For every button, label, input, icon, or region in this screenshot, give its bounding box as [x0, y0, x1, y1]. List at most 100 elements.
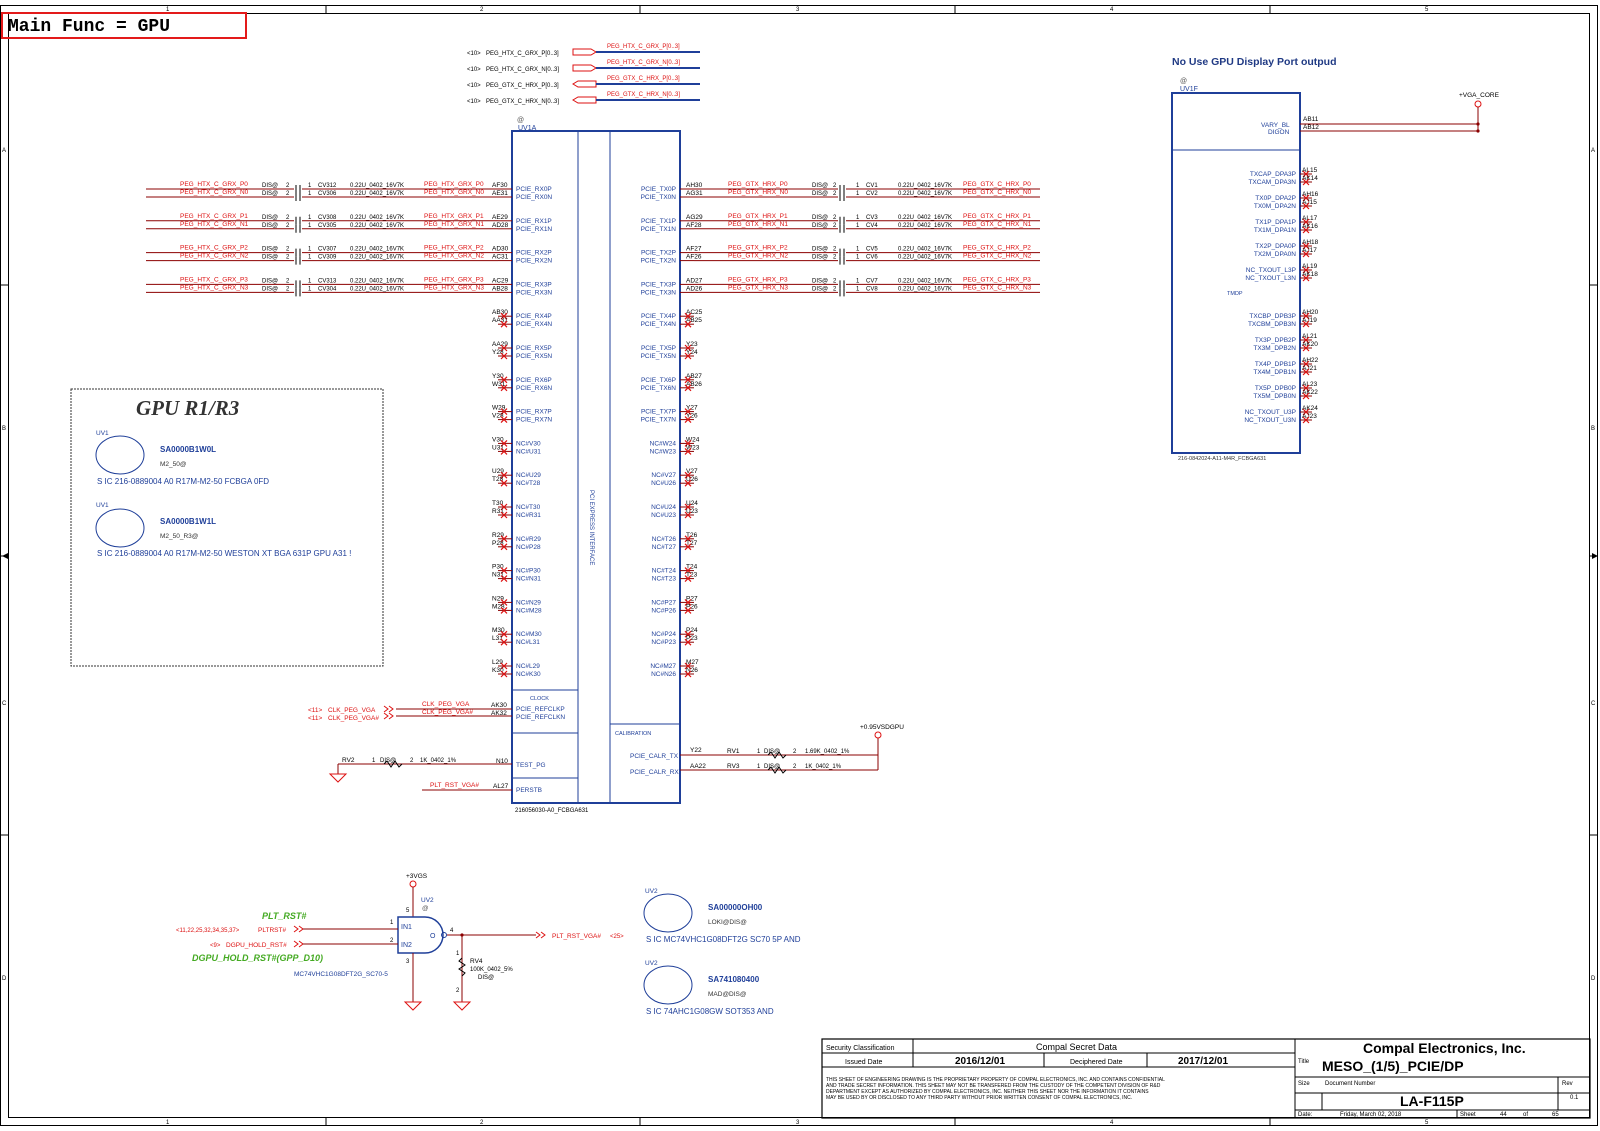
lane-ref: CV8	[866, 286, 878, 292]
uv2-desc: S IC 74AHC1G08GW SOT353 AND	[646, 1007, 774, 1016]
no-connect-icon	[684, 670, 692, 678]
rv2-pin1: 1	[372, 758, 376, 764]
rv4-opt: DIS@	[478, 975, 494, 981]
rv3-opt: DIS@	[764, 764, 780, 770]
row-label: D	[1591, 976, 1596, 982]
uv1a-right-name: PCIE_TX7P	[641, 409, 676, 416]
and-pin1: 1	[390, 920, 394, 926]
and-pin4: 4	[450, 928, 454, 934]
uv1a-right-name: NC#U24	[651, 504, 676, 511]
uv1a-right-name: PCIE_TX5N	[641, 353, 677, 360]
uv1f-pin-ball: AH18	[1302, 239, 1319, 246]
uv1a-left-ball: U29	[492, 468, 504, 475]
no-connect-icon	[684, 503, 692, 511]
uv1f-pin-ball: AJ17	[1302, 247, 1317, 254]
no-connect-icon	[1302, 408, 1310, 416]
rv4-pin2: 2	[456, 988, 460, 994]
uv1a-right-ball: AB25	[686, 317, 702, 324]
border-markers: 1 2 3 4 5 1 2 3 4 5 A B C D A B C D	[2, 7, 1598, 1126]
lane-opt: DIS@	[812, 223, 828, 229]
uv1f-pin-ball: AJ23	[1302, 413, 1317, 420]
lane-ref: CV5	[866, 247, 878, 253]
of-label: of	[1523, 1112, 1528, 1118]
lane-out: PEG_GTX_C_HRX_P2	[963, 245, 1031, 252]
capacitor-icon	[295, 224, 301, 233]
cal-pin-name: PCIE_CALR_TX	[630, 753, 679, 760]
lane-net: PEG_HTX_C_GRX_N2	[180, 253, 249, 260]
no-connect-icon	[684, 416, 692, 424]
sec-class-label: Security Classification	[826, 1045, 895, 1052]
date: Friday, March 02, 2018	[1340, 1112, 1402, 1118]
rv2-val: 1K_0402_1%	[420, 758, 457, 764]
lane-ref: CV309	[318, 255, 337, 261]
no-connect-icon	[684, 606, 692, 614]
ground-icon	[403, 1001, 423, 1011]
lane-net: PEG_GTX_HRX_N1	[728, 221, 788, 228]
uv1a-right-ball: Y26	[686, 413, 698, 420]
rv3-val: 1K_0402_1%	[805, 764, 842, 770]
uv1a-left-name: NC#M30	[516, 631, 542, 638]
uv2-alternatives: UV2 SA00000OH00 LOKI@DIS@ S IC MC74VHC1G…	[643, 888, 801, 1016]
uv1f-part: 216-0842024-A11-M4R_FCBGA631	[1178, 456, 1266, 462]
no-connect-icon	[1302, 250, 1310, 258]
no-connect-icon	[1302, 320, 1310, 328]
deciphered-label: Deciphered Date	[1070, 1059, 1123, 1066]
no-connect-icon	[500, 344, 508, 352]
no-connect-icon	[1302, 170, 1310, 178]
uv1a-left-ball: V30	[492, 436, 504, 443]
capacitor-icon	[295, 256, 301, 265]
and-pin3: 3	[406, 959, 410, 965]
lane-pin: 1	[308, 247, 312, 253]
bus-port-icon	[572, 96, 597, 104]
lane-val: 0.22U_0402_16V7K	[898, 247, 952, 253]
no-connect-icon	[684, 439, 692, 447]
rst-pin-ball: AL27	[493, 783, 509, 790]
uv1a-left-ball: AB28	[492, 285, 508, 292]
uv1f-pin-name: NC_TXOUT_L3P	[1246, 267, 1296, 274]
lane-opt: DIS@	[812, 191, 828, 197]
uv1a-left-name: NC#K30	[516, 671, 541, 678]
sig1-port: PLTRST#	[258, 927, 286, 934]
lane-out: PEG_HTX_GRX_N2	[424, 253, 484, 260]
uv1a-right-name: PCIE_TX1N	[641, 226, 677, 233]
uv1a-right-name: NC#M27	[650, 663, 676, 670]
lane-pin: 1	[308, 278, 312, 284]
rail-icon	[1474, 100, 1482, 108]
uv1f-pin-name: TX2M_DPA0N	[1254, 251, 1296, 258]
lane-ref: CV4	[866, 223, 878, 229]
no-connect-icon	[500, 567, 508, 575]
no-connect-icon	[1302, 274, 1310, 282]
company: Compal Electronics, Inc.	[1363, 1040, 1526, 1056]
rst-pin-name: PERSTB	[516, 787, 542, 794]
vga-core-rail: +VGA_CORE	[1459, 92, 1500, 99]
uv1a-left-name: NC#V30	[516, 440, 541, 447]
lane-pin: 2	[833, 191, 837, 197]
uv2-opt: LOKI@DIS@	[708, 919, 747, 926]
uv1f-pin-name: TX0P_DPA2P	[1255, 195, 1296, 202]
lane-out: PEG_GTX_C_HRX_P1	[963, 213, 1031, 220]
uv2-opt: MAD@DIS@	[708, 991, 747, 998]
col-label: 1	[166, 1120, 170, 1126]
uv1a-right-name: PCIE_TX4N	[641, 321, 677, 328]
clk-arrow-icon	[383, 705, 394, 713]
gpu-bom-box: GPU R1/R3 UV1 SA0000B1W0L M2_50@ S IC 21…	[70, 388, 384, 667]
uv1a-left-name: NC#T30	[516, 504, 541, 511]
lane-opt: DIS@	[262, 191, 278, 197]
uv1f-pin-name: TXCBP_DPB3P	[1249, 313, 1296, 320]
lane-net: PEG_GTX_HRX_P1	[728, 213, 788, 220]
in-arrow-icon	[293, 925, 304, 933]
uv1a-right-ball: U24	[686, 500, 698, 507]
bus-ref: <10>	[467, 51, 481, 57]
uv1a-right-ball: AC25	[686, 309, 703, 316]
uv1a-right-name: PCIE_TX6P	[641, 377, 676, 384]
no-connect-icon	[500, 471, 508, 479]
lane-pin: 2	[286, 278, 290, 284]
sec-data: Compal Secret Data	[1036, 1042, 1117, 1052]
capacitor-icon	[839, 185, 845, 193]
uv1a-left-name: PCIE_RX2N	[516, 258, 552, 265]
lane-val: 0.22U_0402_16V7K	[350, 255, 404, 261]
uv1a-right-ball: T27	[686, 540, 698, 547]
uv1f-pin-name: TX4M_DPB1N	[1253, 369, 1296, 376]
title-block-text: Security Classification Compal Secret Da…	[826, 1040, 1579, 1118]
